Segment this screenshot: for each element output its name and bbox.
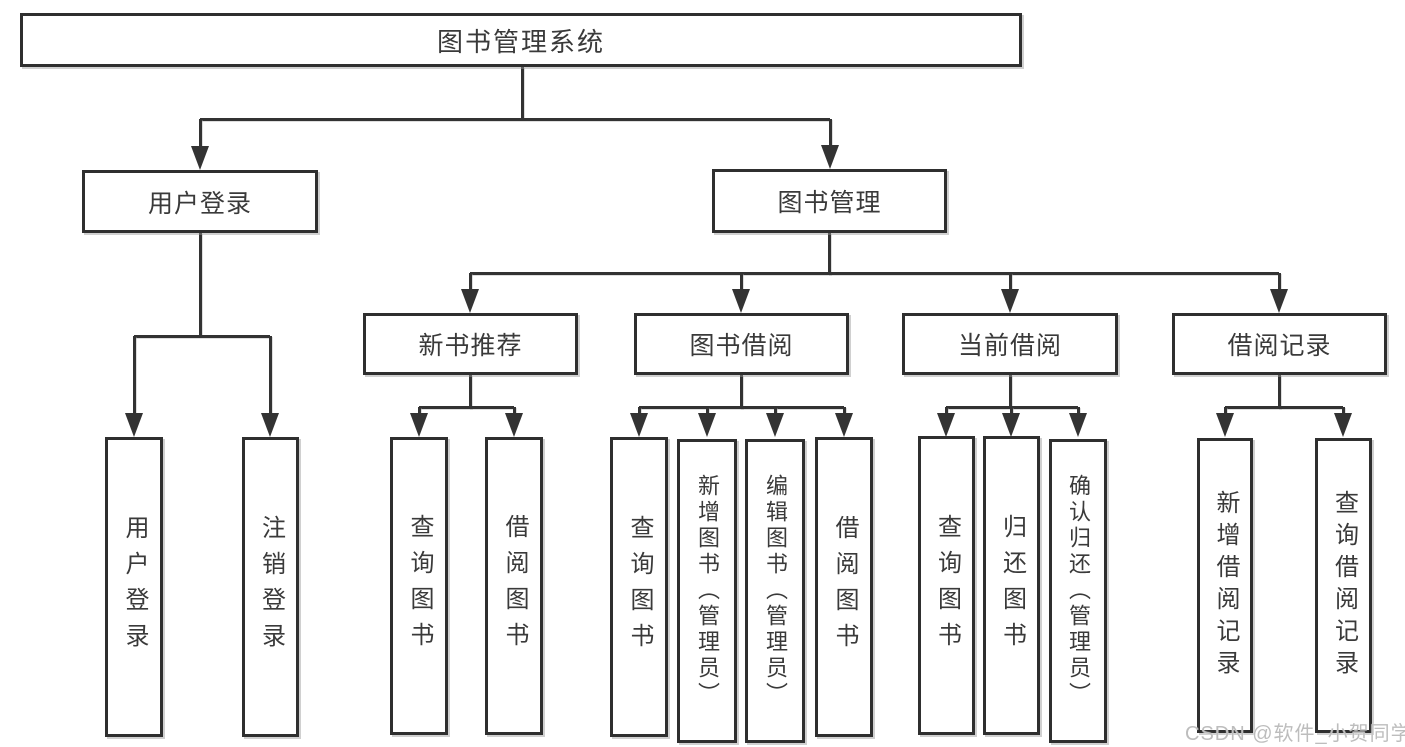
node-current-borrow: 当前借阅 xyxy=(902,313,1118,375)
connector-line xyxy=(1342,407,1345,416)
connector-line xyxy=(200,118,830,121)
leaf-return-book-label: 归还图书 xyxy=(998,513,1026,658)
leaf-edit-book-admin-label: 编辑图书（管理员） xyxy=(763,474,788,708)
connector-line xyxy=(469,273,472,293)
connector-line xyxy=(1010,407,1013,416)
arrow-down-icon xyxy=(1216,413,1234,437)
node-current-borrow-label: 当前借阅 xyxy=(957,332,1062,360)
connector-line xyxy=(469,375,472,409)
leaf-logout: 注销登录 xyxy=(242,437,299,737)
arrow-down-icon xyxy=(461,289,479,313)
connector-line xyxy=(829,119,832,149)
connector-line xyxy=(1077,407,1080,416)
leaf-borrow-book-2-label: 借阅图书 xyxy=(831,515,858,659)
leaf-edit-book-admin: 编辑图书（管理员） xyxy=(745,439,805,743)
arrow-down-icon xyxy=(261,413,279,437)
connector-line xyxy=(828,233,831,275)
connector-line xyxy=(1224,407,1227,416)
connector-line xyxy=(639,406,844,409)
connector-line xyxy=(1009,375,1012,409)
connector-line xyxy=(133,336,136,416)
connector-line xyxy=(134,335,270,338)
leaf-add-borrow-record: 新增借阅记录 xyxy=(1197,438,1253,733)
arrow-down-icon xyxy=(1001,289,1019,313)
leaf-borrow-book-1: 借阅图书 xyxy=(485,437,543,735)
leaf-confirm-return-admin-label: 确认归还（管理员） xyxy=(1066,474,1091,708)
arrow-down-icon xyxy=(1334,413,1352,437)
node-book-mgmt-label: 图书管理 xyxy=(777,189,882,217)
node-root: 图书管理系统 xyxy=(20,13,1022,67)
arrow-down-icon xyxy=(698,413,716,437)
connector-line xyxy=(1225,406,1343,409)
leaf-borrow-book-2: 借阅图书 xyxy=(815,437,873,737)
connector-line xyxy=(945,407,948,416)
leaf-query-book-2: 查询图书 xyxy=(610,437,668,737)
leaf-borrow-book-1-label: 借阅图书 xyxy=(501,514,528,658)
leaf-user-login: 用户登录 xyxy=(105,437,163,737)
leaf-query-borrow-record: 查询借阅记录 xyxy=(1315,438,1372,733)
leaf-add-borrow-record-label: 新增借阅记录 xyxy=(1212,489,1239,682)
connector-line xyxy=(638,407,641,416)
connector-line xyxy=(199,119,202,150)
connector-line xyxy=(706,407,709,416)
connector-line xyxy=(1009,273,1012,293)
arrow-down-icon xyxy=(1270,289,1288,313)
connector-line xyxy=(269,336,272,416)
arrow-down-icon xyxy=(835,413,853,437)
arrow-down-icon xyxy=(732,289,750,313)
arrow-down-icon xyxy=(1069,413,1087,437)
connector-line xyxy=(1278,375,1281,409)
leaf-logout-label: 注销登录 xyxy=(257,515,285,659)
arrow-down-icon xyxy=(937,413,955,437)
connector-line xyxy=(418,407,421,416)
leaf-add-book-admin-label: 新增图书（管理员） xyxy=(695,474,720,708)
arrow-down-icon xyxy=(410,413,428,437)
node-borrow-records: 借阅记录 xyxy=(1172,313,1387,375)
leaf-query-book-1: 查询图书 xyxy=(390,437,448,735)
node-new-books: 新书推荐 xyxy=(363,313,578,375)
connector-line xyxy=(1278,273,1281,293)
connector-line xyxy=(513,407,516,416)
connector-line xyxy=(470,272,1279,275)
arrow-down-icon xyxy=(766,413,784,437)
leaf-add-book-admin: 新增图书（管理员） xyxy=(677,439,737,743)
leaf-query-book-2-label: 查询图书 xyxy=(626,515,653,659)
connector-line xyxy=(740,375,743,409)
connector-line xyxy=(521,67,524,119)
node-book-borrow-label: 图书借阅 xyxy=(689,332,794,360)
connector-line xyxy=(419,406,514,409)
arrow-down-icon xyxy=(630,413,648,437)
connector-line xyxy=(843,407,846,416)
arrow-down-icon xyxy=(821,145,839,169)
arrow-down-icon xyxy=(505,413,523,437)
leaf-confirm-return-admin: 确认归还（管理员） xyxy=(1049,439,1107,743)
arrow-down-icon xyxy=(191,146,209,170)
leaf-user-login-label: 用户登录 xyxy=(121,515,148,659)
leaf-query-book-3-label: 查询图书 xyxy=(933,513,961,658)
node-root-label: 图书管理系统 xyxy=(436,26,605,57)
watermark: CSDN @软件_小贺同学 xyxy=(1185,723,1405,745)
leaf-query-borrow-record-label: 查询借阅记录 xyxy=(1330,489,1358,682)
arrow-down-icon xyxy=(125,413,143,437)
node-user-login-label: 用户登录 xyxy=(147,189,252,218)
connector-line xyxy=(774,407,777,416)
node-borrow-records-label: 借阅记录 xyxy=(1227,332,1332,360)
leaf-query-book-1-label: 查询图书 xyxy=(406,514,433,658)
node-new-books-label: 新书推荐 xyxy=(418,332,523,360)
leaf-query-book-3: 查询图书 xyxy=(918,436,975,735)
leaf-return-book: 归还图书 xyxy=(983,436,1040,735)
connector-line xyxy=(740,273,743,293)
connector-line xyxy=(199,233,202,337)
node-user-login: 用户登录 xyxy=(82,170,318,233)
node-book-mgmt: 图书管理 xyxy=(712,169,947,233)
arrow-down-icon xyxy=(1002,413,1020,437)
node-book-borrow: 图书借阅 xyxy=(634,313,849,375)
